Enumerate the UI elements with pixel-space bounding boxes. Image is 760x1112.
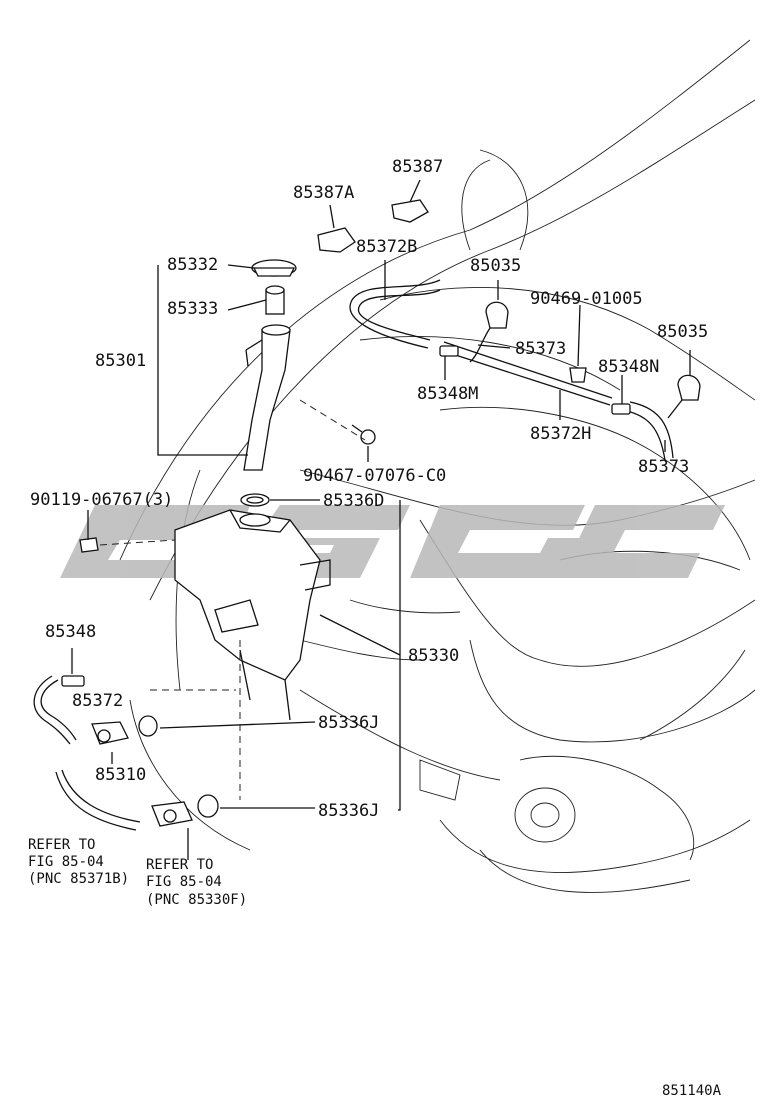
joint-85348	[61, 675, 85, 687]
label-85035-a: 85035	[470, 256, 521, 276]
label-85330: 85330	[408, 646, 459, 666]
label-85035-b: 85035	[657, 322, 708, 342]
inlet-85301	[243, 324, 291, 471]
reference-note-2: REFER TO FIG 85-04 (PNC 85330F)	[146, 857, 247, 908]
joint-85348M	[439, 345, 459, 357]
clip-85387	[391, 199, 429, 223]
label-85387A: 85387A	[293, 183, 354, 203]
label-90467: 90467-07076-C0	[303, 466, 446, 486]
label-85372H: 85372H	[530, 424, 591, 444]
joint-85348N	[611, 403, 631, 415]
label-85348: 85348	[45, 622, 96, 642]
ref1-line3: (PNC 85371B)	[28, 871, 129, 887]
strainer-85333	[265, 285, 285, 315]
label-85336J-a: 85336J	[318, 713, 379, 733]
label-85333: 85333	[167, 299, 218, 319]
label-85336D: 85336D	[323, 491, 384, 511]
label-85336J-b: 85336J	[318, 801, 379, 821]
leader-lines	[71, 179, 691, 860]
ref1-line2: FIG 85-04	[28, 854, 104, 870]
clip-85387A	[317, 227, 356, 253]
nozzle-85035-left	[469, 301, 509, 363]
bolt-90467	[351, 424, 376, 445]
ref2-line3: (PNC 85330F)	[146, 892, 247, 908]
hose-85372H	[439, 341, 674, 461]
ref2-line2: FIG 85-04	[146, 874, 222, 890]
label-85373-b: 85373	[638, 457, 689, 477]
label-85332: 85332	[167, 255, 218, 275]
nozzle-85035-right	[667, 374, 701, 419]
clip-90469	[569, 367, 587, 383]
label-85310: 85310	[95, 765, 146, 785]
gasket-85336D	[240, 493, 270, 507]
hose-ref-85371B	[55, 769, 141, 831]
label-85373-a: 85373	[515, 339, 566, 359]
label-85301: 85301	[95, 351, 146, 371]
figure-code: 851140A	[662, 1083, 722, 1099]
label-85372: 85372	[72, 691, 123, 711]
label-90119: 90119-06767(3)	[30, 490, 173, 510]
label-85348M: 85348M	[417, 384, 478, 404]
ref2-line1: REFER TO	[146, 857, 213, 873]
ref1-line1: REFER TO	[28, 837, 95, 853]
label-85348N: 85348N	[598, 357, 659, 377]
watermark	[60, 505, 725, 578]
reference-note-1: REFER TO FIG 85-04 (PNC 85371B)	[28, 837, 129, 887]
tank-85330	[174, 509, 331, 721]
label-85387: 85387	[392, 157, 443, 177]
bolt-90119	[79, 537, 99, 553]
hose-85372	[33, 675, 77, 745]
part-labels: 85387 85387A 85372B 85035 90469-01005 85…	[30, 157, 708, 821]
label-90469: 90469-01005	[530, 289, 643, 309]
hose-85372B	[349, 279, 441, 349]
cap-85332	[251, 259, 297, 277]
pump-85310	[91, 721, 129, 745]
grommet-85336J-a	[138, 715, 158, 737]
grommet-85336J-b	[197, 794, 219, 818]
pump-front	[151, 801, 193, 827]
label-85372B: 85372B	[356, 237, 417, 257]
